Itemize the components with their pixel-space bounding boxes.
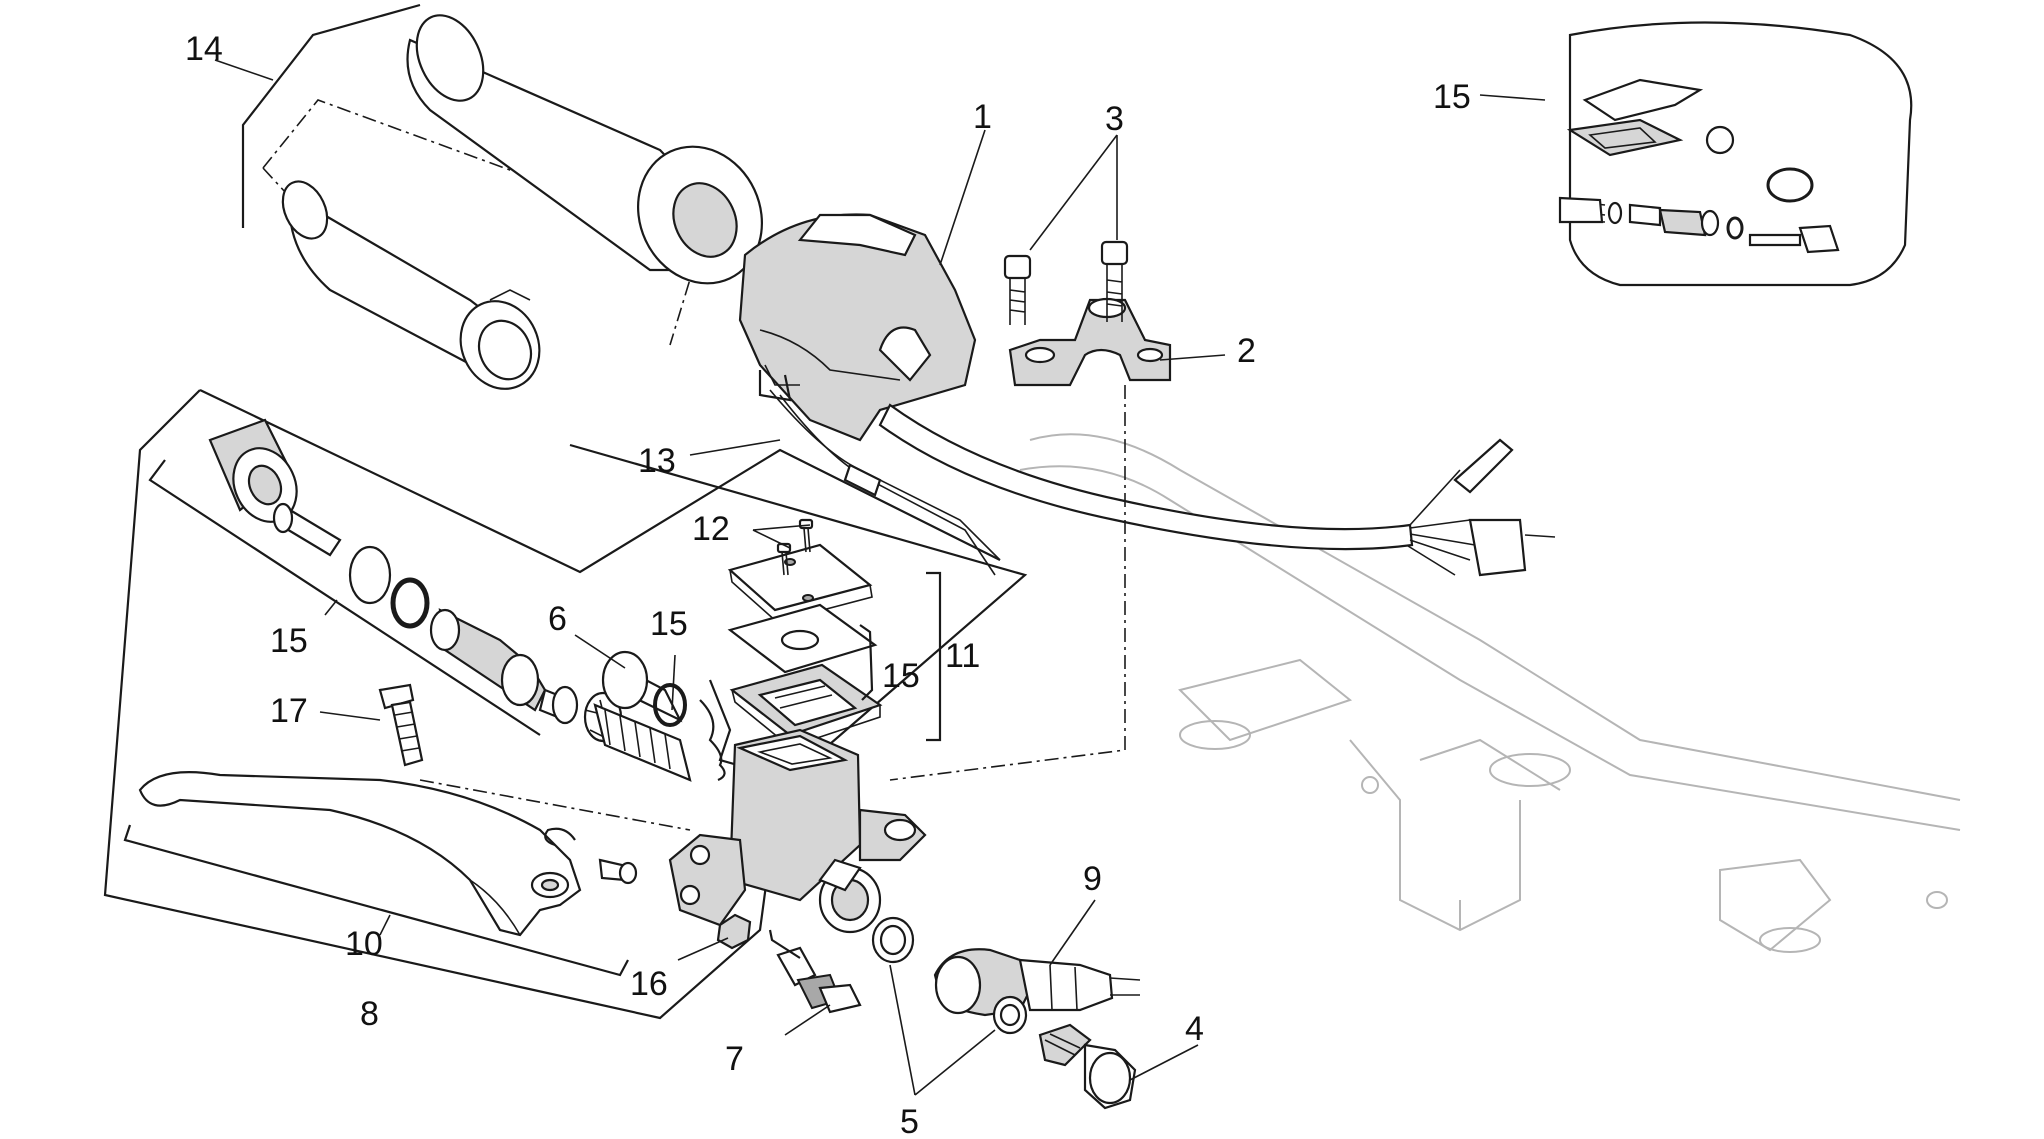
switch-housing [738,213,977,442]
label-7: 7 [725,1040,744,1078]
grip-group-bracket [241,3,703,346]
mounting-axis-line [419,385,1126,831]
leader-lines [214,59,1546,1096]
part-number-labels: 14 1 3 2 13 15 12 6 15 15 11 15 17 9 10 … [185,30,1471,1139]
label-10: 10 [345,925,383,963]
label-17: 17 [270,692,308,730]
lever-bracket [123,824,629,977]
label-14: 14 [185,30,223,68]
master-cylinder-body [668,728,927,934]
label-11: 11 [945,637,980,675]
throttle-grip [406,14,764,285]
master-cylinder-group-outline [103,389,1028,1020]
label-16: 16 [630,965,668,1003]
label-15-inset: 15 [1433,78,1471,116]
pivot-bolt [378,683,424,767]
label-5: 5 [900,1103,919,1139]
reservoir-cover-stack [727,518,883,748]
label-2: 2 [1237,332,1256,370]
piston-kit [208,418,726,782]
cover-kit-brackets [859,571,942,742]
label-15-seals: 15 [650,605,688,643]
label-4: 4 [1185,1010,1204,1048]
left-grip [281,180,541,390]
brake-light-switch [768,929,862,1014]
label-9: 9 [1083,860,1102,898]
label-8: 8 [360,995,379,1033]
handlebar-frame-ghost [1019,433,1961,953]
label-12: 12 [692,510,730,548]
brake-hose-banjo [871,916,1141,1110]
label-6: 6 [548,600,567,638]
inset-kit-box [1558,21,1913,287]
label-1: 1 [973,98,992,136]
clamp-screws [1003,240,1129,325]
lever-clamp [1008,297,1172,387]
label-15-cover: 15 [882,657,920,695]
label-3: 3 [1105,100,1124,138]
label-13: 13 [638,442,676,480]
label-15-piston: 15 [270,622,308,660]
brake-lever [138,771,638,937]
switch-wiring [769,389,1556,577]
